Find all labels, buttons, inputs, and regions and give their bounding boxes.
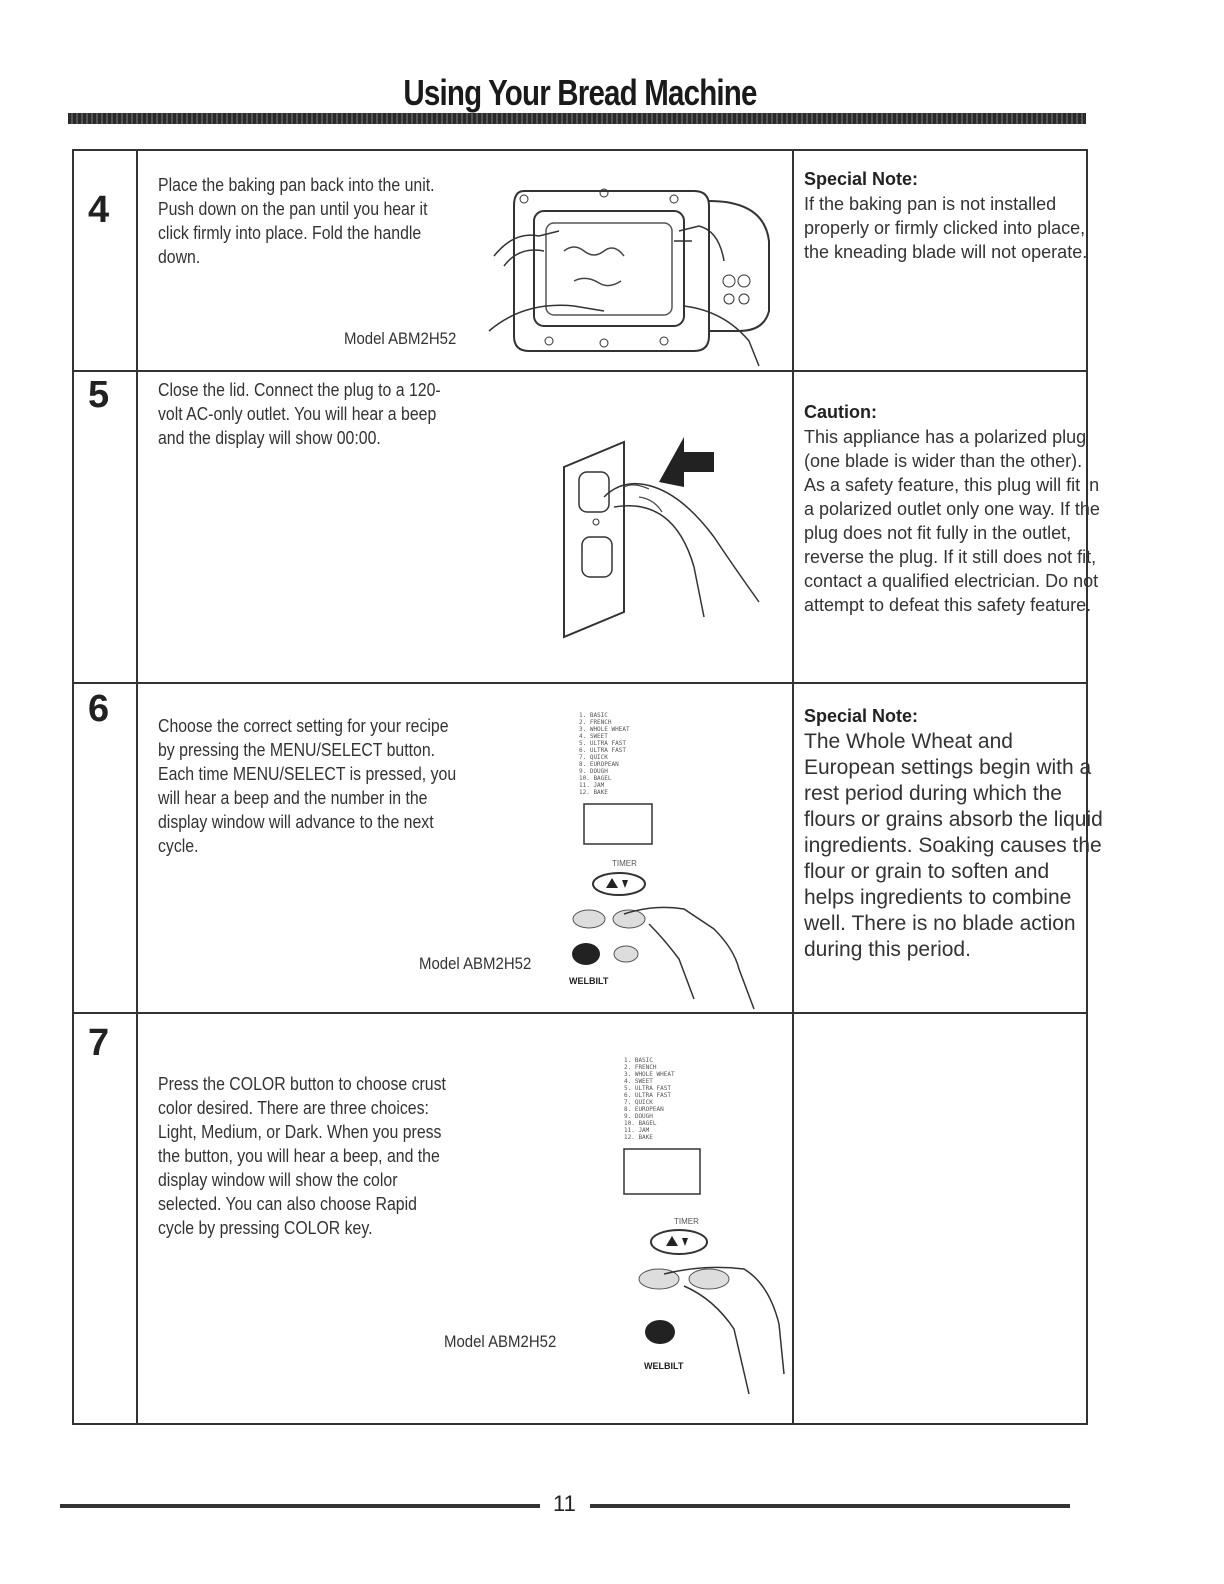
title-rule xyxy=(68,113,1086,124)
svg-text:12. BAKE: 12. BAKE xyxy=(624,1134,653,1141)
brand-logo: WELBILT xyxy=(644,1361,684,1371)
bread-pan-illustration xyxy=(488,188,770,367)
step-number: 4 xyxy=(88,189,110,231)
special-note-panel: Special Note: The Whole Wheat and Europe… xyxy=(804,706,1104,963)
svg-text:7. QUICK: 7. QUICK xyxy=(579,754,608,761)
svg-text:6. ULTRA FAST: 6. ULTRA FAST xyxy=(579,747,626,754)
svg-text:2. FRENCH: 2. FRENCH xyxy=(579,719,612,726)
note-heading: Special Note: xyxy=(804,706,919,726)
brand-logo: WELBILT xyxy=(569,976,609,986)
svg-text:5. ULTRA FAST: 5. ULTRA FAST xyxy=(579,740,626,747)
step-number: 7 xyxy=(88,1022,110,1064)
step-instruction: Choose the correct setting for your reci… xyxy=(158,716,457,856)
note-heading: Special Note: xyxy=(804,169,919,189)
svg-text:3. WHOLE WHEAT: 3. WHOLE WHEAT xyxy=(624,1071,675,1078)
svg-text:10. BAGEL: 10. BAGEL xyxy=(579,775,612,782)
svg-text:11. JAM: 11. JAM xyxy=(579,782,605,789)
step-number-cell: 7 xyxy=(74,1014,138,1423)
svg-text:2. FRENCH: 2. FRENCH xyxy=(624,1064,657,1071)
note-body: The Whole Wheat and European settings be… xyxy=(804,730,1103,961)
svg-text:7. QUICK: 7. QUICK xyxy=(624,1099,653,1106)
column-divider xyxy=(792,151,794,1423)
svg-text:10. BAGEL: 10. BAGEL xyxy=(624,1120,657,1127)
step-instruction: Press the COLOR button to choose crust c… xyxy=(158,1074,446,1238)
svg-text:1. BASIC: 1. BASIC xyxy=(624,1057,653,1064)
step-number-cell: 6 xyxy=(74,684,138,1012)
svg-text:9. DOUGH: 9. DOUGH xyxy=(579,768,608,775)
page-number: 11 xyxy=(553,1491,576,1516)
step-instruction: Place the baking pan back into the unit.… xyxy=(158,175,435,267)
model-label: Model ABM2H52 xyxy=(419,954,532,973)
step-number: 6 xyxy=(88,688,110,730)
timer-label: TIMER xyxy=(612,859,637,868)
step-number-cell: 4 xyxy=(74,151,138,370)
svg-text:8. EUROPEAN: 8. EUROPEAN xyxy=(579,761,619,768)
step-row-4: 4 Place the baking pan back into the uni… xyxy=(74,151,1087,372)
caution-panel: Caution: This appliance has a polarized … xyxy=(804,402,1104,617)
model-label: Model ABM2H52 xyxy=(344,329,457,348)
svg-text:4. SWEET: 4. SWEET xyxy=(624,1078,653,1085)
footer-rule-left xyxy=(60,1504,540,1508)
svg-text:9. DOUGH: 9. DOUGH xyxy=(624,1113,653,1120)
svg-text:6. ULTRA FAST: 6. ULTRA FAST xyxy=(624,1092,671,1099)
note-body: This appliance has a polarized plug (one… xyxy=(804,427,1100,615)
outlet-plug-illustration xyxy=(563,437,760,639)
instruction-grid: 4 Place the baking pan back into the uni… xyxy=(72,149,1103,1425)
note-body: If the baking pan is not installed prope… xyxy=(804,194,1088,262)
note-heading: Caution: xyxy=(804,402,877,422)
svg-text:4. SWEET: 4. SWEET xyxy=(579,733,608,740)
step-row-7: 7 Press the COLOR button to choose crust… xyxy=(74,1014,1086,1423)
timer-label: TIMER xyxy=(674,1217,699,1226)
model-label: Model ABM2H52 xyxy=(444,1332,557,1351)
svg-text:1. BASIC: 1. BASIC xyxy=(579,712,608,719)
footer-rule-right xyxy=(590,1504,1070,1508)
page-title: Using Your Bread Machine xyxy=(403,72,757,113)
svg-text:8. EUROPEAN: 8. EUROPEAN xyxy=(624,1106,664,1113)
step-number: 5 xyxy=(88,374,110,416)
step-instruction: Close the lid. Connect the plug to a 120… xyxy=(158,380,441,448)
svg-text:5. ULTRA FAST: 5. ULTRA FAST xyxy=(624,1085,671,1092)
step-row-5: 5 Close the lid. Connect the plug to a 1… xyxy=(74,372,1100,684)
svg-text:11. JAM: 11. JAM xyxy=(624,1127,650,1134)
step-row-6: 6 Choose the correct setting for your re… xyxy=(74,684,1103,1014)
svg-text:12. BAKE: 12. BAKE xyxy=(579,789,608,796)
step-number-cell: 5 xyxy=(74,372,138,682)
special-note-panel: Special Note: If the baking pan is not i… xyxy=(804,169,1104,264)
svg-text:3. WHOLE WHEAT: 3. WHOLE WHEAT xyxy=(579,726,630,733)
